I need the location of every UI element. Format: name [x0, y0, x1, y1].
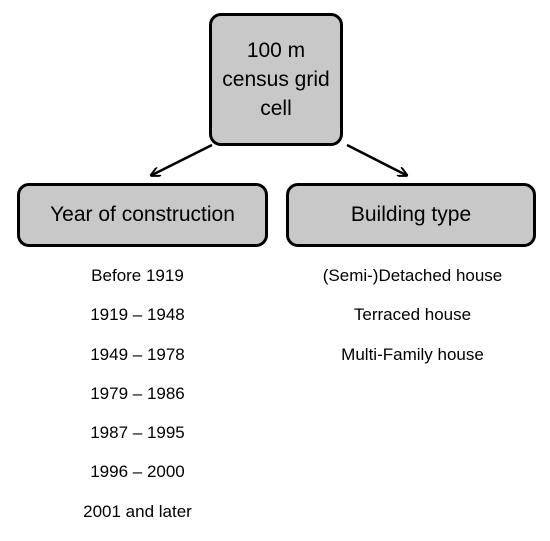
- branch-node-label: Building type: [350, 203, 472, 226]
- list-item: 1949 – 1978: [90, 344, 185, 364]
- list-item: 1996 – 2000: [90, 462, 185, 482]
- list-item: Terraced house: [353, 305, 472, 325]
- list-item: (Semi-)Detached house: [322, 266, 503, 285]
- list-item: 1979 – 1986: [90, 383, 185, 403]
- building-type-list: (Semi-)Detached house Terraced house Mul…: [290, 265, 535, 383]
- list-item: 1919 – 1948: [90, 305, 185, 325]
- arrow-to-building-type: [346, 143, 406, 175]
- branch-node-year-of-construction: Year of construction: [17, 183, 268, 247]
- arrow-to-year-of-construction: [152, 143, 213, 175]
- list-item: Multi-Family house: [341, 344, 484, 364]
- year-of-construction-list: Before 1919 1919 – 1948 1949 – 1978 1979…: [30, 265, 245, 540]
- list-item: 2001 and later: [83, 501, 192, 521]
- root-node-census-grid-cell: 100 m census grid cell: [209, 13, 343, 146]
- list-item: Before 1919: [91, 266, 184, 285]
- root-node-label: 100 m census grid cell: [222, 39, 330, 120]
- list-item: 1987 – 1995: [90, 423, 185, 443]
- branch-node-building-type: Building type: [286, 183, 536, 247]
- branch-node-label: Year of construction: [50, 203, 235, 226]
